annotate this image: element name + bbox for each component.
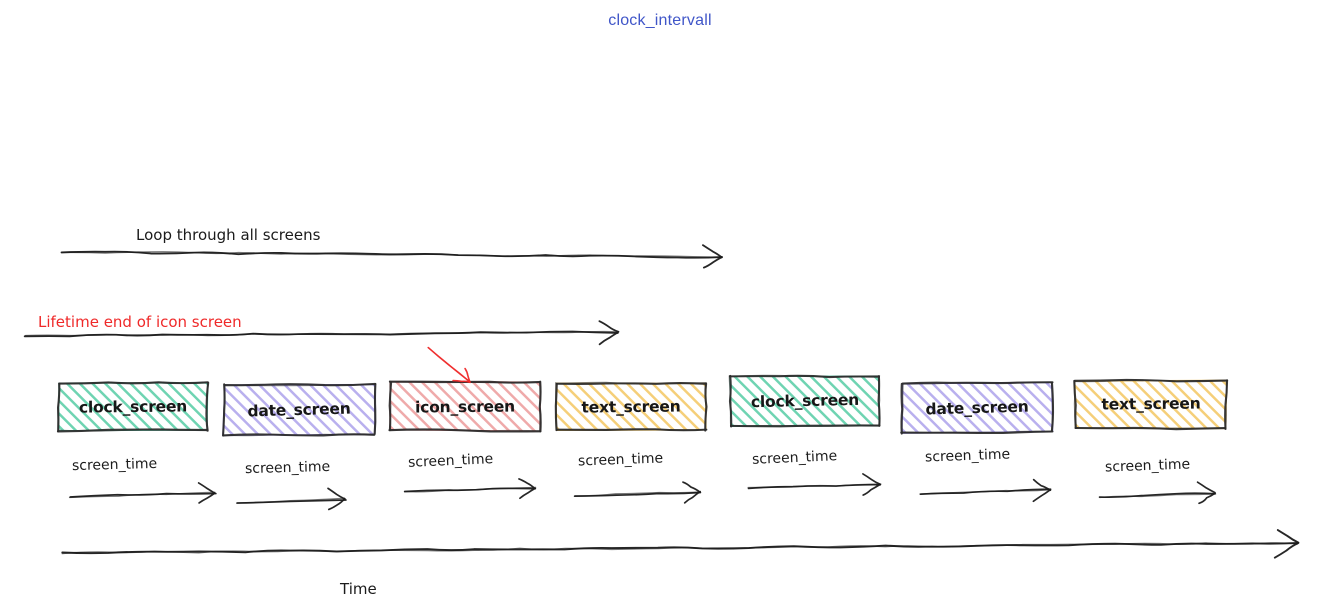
screen-box-6-outline: [1225, 380, 1228, 429]
icon-callout-arrow-head: [464, 367, 471, 383]
screen-box-2-outline: [389, 380, 392, 431]
screen-time-arrow-3-head: [683, 490, 702, 504]
icon-callout-arrow-shaft: [427, 347, 471, 383]
screen-time-arrow-5-head: [1032, 489, 1051, 503]
lifetime-arrow-head: [598, 320, 620, 333]
screen-time-arrow-4-head: [862, 483, 881, 496]
screen-box-5-outline: [901, 383, 904, 434]
screen-box-0-outline: [57, 382, 61, 431]
screen-time-arrow-3-shaft: [574, 491, 701, 497]
screen-box-1-outline: [374, 384, 376, 436]
screen-time-arrow-3-head: [682, 481, 701, 493]
icon-callout-arrow-head: [452, 379, 471, 384]
lifetime-arrow-shaft: [24, 330, 620, 337]
screen-time-arrow-5-shaft: [919, 489, 1051, 495]
screen-box-3-outline: [704, 382, 707, 431]
screen-time-arrow-5-head: [1032, 478, 1052, 492]
time-axis-arrow-head: [1276, 529, 1300, 544]
screen-time-arrow-0-head: [198, 492, 216, 504]
screen-box-1-outline: [222, 433, 375, 437]
screen-box-4-outline: [729, 374, 881, 378]
screen-box-2-outline: [390, 429, 542, 432]
screen-box-5-outline: [901, 381, 1053, 385]
screen-box-6-outline: [1073, 379, 1077, 429]
screen-time-arrow-1-head: [327, 497, 346, 511]
screen-box-4-fill: [729, 376, 880, 427]
screen-box-4-outline: [730, 424, 880, 427]
screen-time-arrow-6-shaft: [1098, 492, 1216, 499]
screen-time-arrow-2-head: [518, 478, 536, 490]
screen-time-arrow-1-head: [327, 487, 346, 500]
screen-box-4-outline: [728, 375, 732, 428]
screen-box-1-fill: [222, 384, 376, 436]
screen-box-4-outline: [728, 374, 733, 428]
loop-arrow-shaft: [61, 251, 723, 259]
page-title: clock_intervall: [608, 12, 712, 29]
screen-time-arrow-6-shaft: [1099, 493, 1217, 499]
screen-time-arrow-2-shaft: [404, 486, 537, 493]
screen-box-6-outline: [1074, 379, 1228, 383]
screen-time-arrow-0-head: [197, 482, 216, 495]
screen-box-2-fill: [389, 381, 541, 432]
screen-box-3-outline: [556, 428, 708, 431]
screen-time-arrow-2-head: [519, 487, 536, 500]
lifetime-arrow-head: [598, 331, 619, 346]
screen-box-4-outline: [878, 376, 881, 427]
screen-box-0-outline: [57, 429, 208, 432]
screen-box-5-outline: [902, 430, 1053, 434]
screen-time-arrow-4-head: [862, 473, 882, 486]
screen-box-1-outline: [222, 383, 226, 437]
loop-arrow-head: [702, 256, 723, 269]
loop-arrow-head: [702, 244, 723, 259]
time-axis-arrow-head: [1273, 542, 1299, 559]
screen-time-arrow-6-head: [1196, 481, 1216, 494]
screen-box-0-outline: [58, 382, 209, 385]
screen-time-arrow-0-shaft: [68, 491, 216, 499]
screen-time-arrow-1-shaft: [236, 497, 346, 504]
screen-box-3-outline: [555, 381, 707, 385]
screen-box-5-fill: [902, 382, 1053, 434]
screen-box-0-fill: [58, 382, 208, 431]
screen-box-6-fill: [1074, 380, 1227, 429]
screen-box-6-outline: [1075, 426, 1227, 430]
screen-box-5-outline: [1050, 382, 1054, 432]
screen-box-1-outline: [224, 383, 376, 387]
screen-time-arrow-4-shaft: [747, 483, 882, 489]
time-axis-arrow-shaft: [61, 542, 1299, 555]
screen-box-3-fill: [556, 383, 707, 431]
screen-box-0-outline: [206, 382, 209, 432]
screen-time-arrow-6-head: [1198, 492, 1216, 505]
